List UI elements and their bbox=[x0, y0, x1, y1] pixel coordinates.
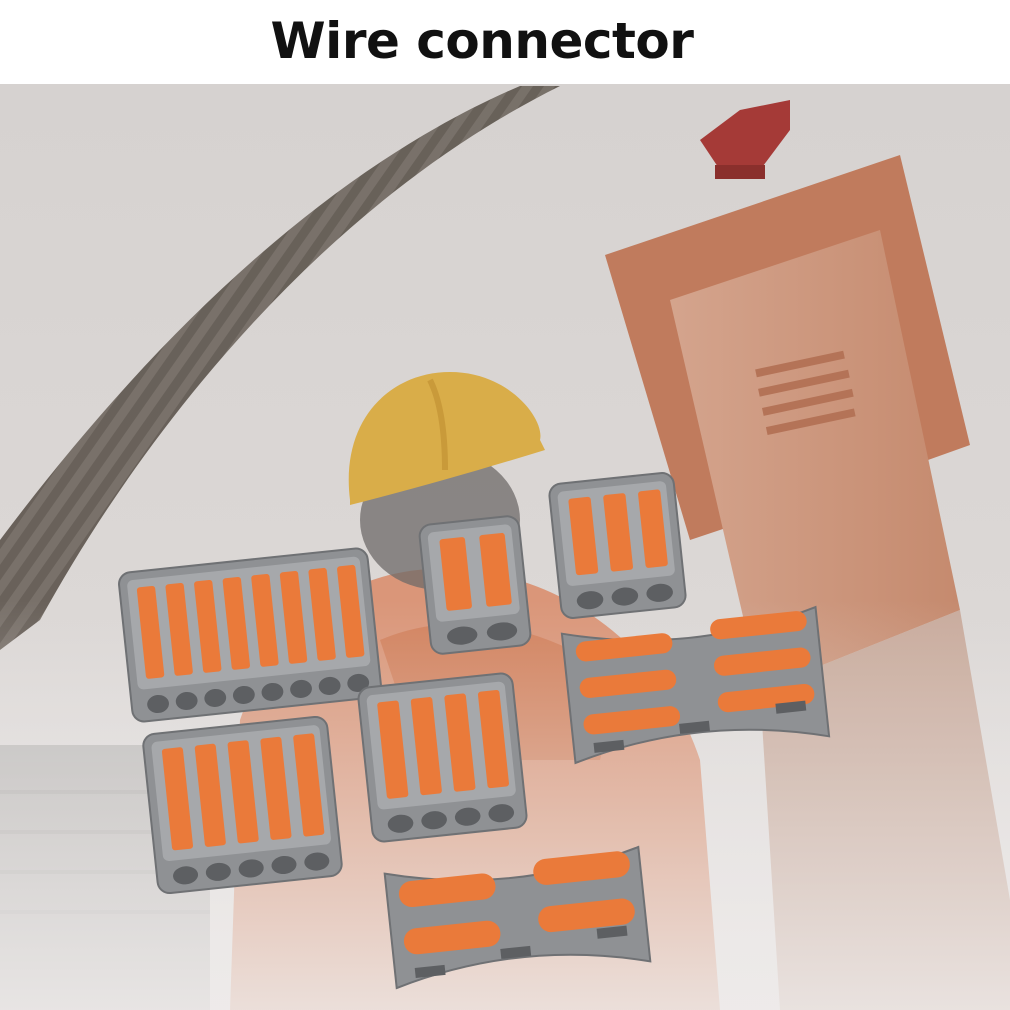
lever bbox=[377, 700, 409, 799]
lever bbox=[444, 693, 476, 792]
lever bbox=[260, 736, 292, 840]
connector-3-way-icon bbox=[548, 472, 687, 619]
lever bbox=[579, 669, 677, 698]
lever bbox=[222, 576, 250, 670]
lever bbox=[293, 733, 325, 837]
lever bbox=[638, 489, 668, 568]
lever bbox=[538, 898, 635, 933]
photo-illustration bbox=[0, 84, 1010, 1010]
lever bbox=[161, 747, 194, 851]
lever bbox=[583, 706, 681, 735]
splicing-connector-3-pairs-icon bbox=[560, 605, 831, 765]
hard-hat-icon bbox=[348, 372, 545, 505]
lever bbox=[279, 570, 308, 664]
lever bbox=[479, 532, 512, 607]
lever bbox=[477, 690, 509, 789]
lever bbox=[568, 496, 599, 576]
connector-8-way-icon bbox=[118, 547, 382, 723]
splicing-connector-2-pairs-icon bbox=[383, 845, 652, 990]
lever bbox=[165, 582, 193, 676]
connector-5-way-icon bbox=[142, 715, 343, 895]
lever bbox=[403, 920, 501, 955]
connector-4-way-icon bbox=[357, 672, 528, 843]
lever bbox=[136, 585, 165, 679]
lever bbox=[194, 579, 222, 673]
lever bbox=[410, 697, 442, 796]
product-photo bbox=[0, 84, 1010, 1010]
lever bbox=[337, 564, 365, 658]
lever bbox=[308, 567, 336, 661]
lever bbox=[439, 537, 472, 611]
lever bbox=[227, 740, 259, 844]
lever bbox=[710, 611, 807, 640]
lever bbox=[398, 873, 496, 908]
lever bbox=[714, 647, 811, 676]
lever bbox=[194, 743, 226, 847]
page-title: Wire connector bbox=[270, 12, 694, 70]
connector-2-way-icon bbox=[418, 515, 532, 655]
lever bbox=[603, 493, 633, 572]
lever bbox=[251, 573, 279, 667]
title-bar: Wire connector bbox=[0, 0, 1010, 82]
lever bbox=[575, 633, 673, 662]
lever bbox=[533, 851, 630, 885]
connector-group bbox=[118, 472, 831, 990]
